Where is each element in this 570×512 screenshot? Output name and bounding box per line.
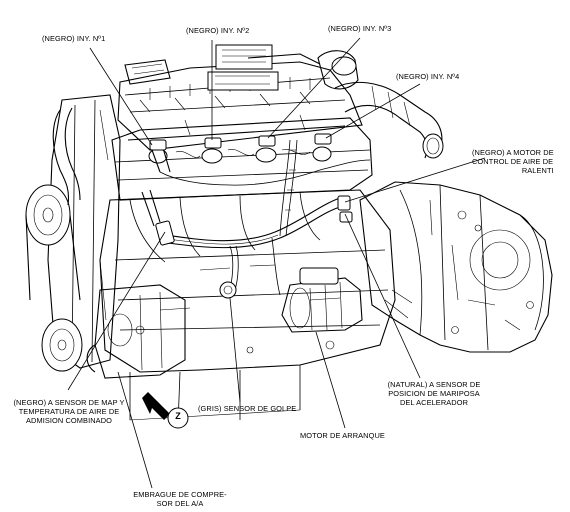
label-map-sensor-line-1: (NEGRO) A SENSOR DE MAP Y xyxy=(13,398,125,407)
label-ac-clutch-line-1: EMBRAGUE DE COMPRE- xyxy=(133,490,227,499)
wiring-harness xyxy=(151,139,371,296)
leader-lines xyxy=(67,37,486,489)
air-intake-duct xyxy=(317,50,444,159)
label-starter-motor: MOTOR DE ARRANQUE xyxy=(300,431,385,440)
label-idle-air-control: (NEGRO) A MOTOR DE CONTROL DE AIRE DE RA… xyxy=(472,148,554,175)
direction-marker-letter: Z xyxy=(175,411,181,421)
label-map-sensor-line-2: TEMPERATURA DE AIRE DE xyxy=(18,407,120,416)
label-throttle-position-sensor: (NATURAL) A SENSOR DE POSICION DE MARIPO… xyxy=(372,380,496,407)
label-ac-clutch: EMBRAGUE DE COMPRE- SOR DEL A/A xyxy=(124,490,236,508)
transaxle-housing xyxy=(359,181,553,353)
direction-marker xyxy=(142,392,189,429)
label-injector-4: (NEGRO) INY. Nº4 xyxy=(396,72,460,81)
starter-motor xyxy=(281,267,363,333)
sensor-connectors xyxy=(141,189,353,299)
label-ac-clutch-line-2: SOR DEL A/A xyxy=(156,499,204,508)
injector-connectors xyxy=(149,133,332,151)
label-injector-3: (NEGRO) INY. Nº3 xyxy=(328,24,392,33)
label-idle-air-control-line-3: RALENTI xyxy=(521,166,554,175)
label-tps-line-2: POSICION DE MARIPOSA xyxy=(388,389,480,398)
label-idle-air-control-line-1: (NEGRO) A MOTOR DE xyxy=(472,148,554,157)
label-map-sensor: (NEGRO) A SENSOR DE MAP Y TEMPERATURA DE… xyxy=(4,398,134,425)
timing-cover-pulleys xyxy=(25,94,121,372)
label-knock-sensor: (GRIS) SENSOR DE GOLPE xyxy=(198,404,297,413)
label-map-sensor-line-3: ADMISION COMBINADO xyxy=(26,416,112,425)
label-injector-2: (NEGRO) INY. Nº2 xyxy=(186,26,250,35)
label-tps-line-1: (NATURAL) A SENSOR DE xyxy=(387,380,481,389)
label-injector-1: (NEGRO) INY. Nº1 xyxy=(42,34,106,43)
valve-cover xyxy=(117,44,363,151)
engine-block xyxy=(99,189,396,426)
label-tps-line-3: DEL ACELERADOR xyxy=(399,398,469,407)
label-idle-air-control-line-2: CONTROL DE AIRE DE xyxy=(472,157,554,166)
ac-compressor xyxy=(86,284,186,379)
